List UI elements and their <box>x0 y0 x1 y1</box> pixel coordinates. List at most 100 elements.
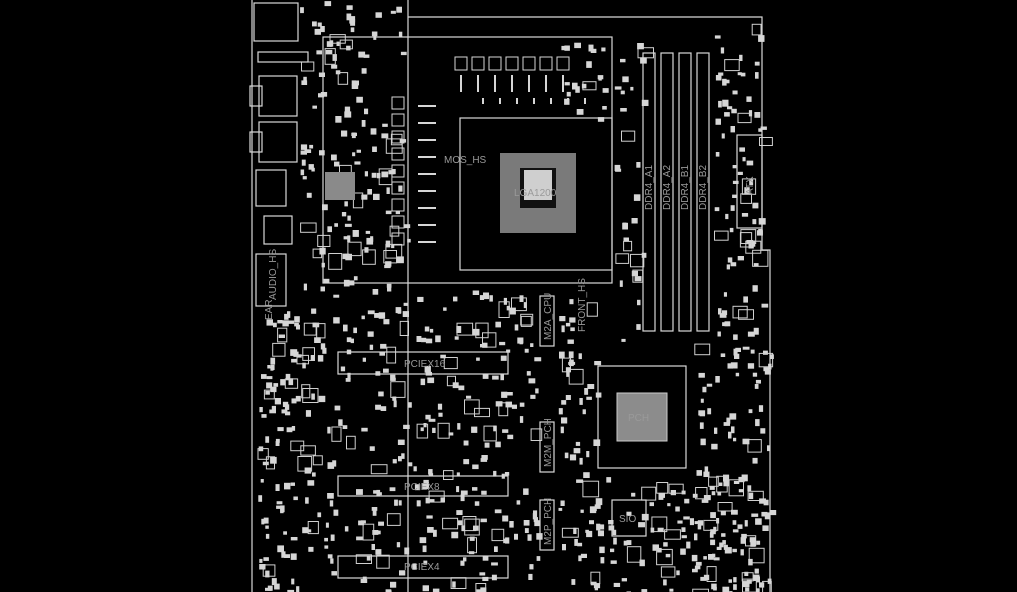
pad <box>528 573 533 580</box>
pad <box>352 152 356 157</box>
pad <box>706 566 717 582</box>
pad <box>454 336 459 340</box>
pad <box>354 161 361 165</box>
pad <box>295 395 301 402</box>
pad <box>480 344 485 348</box>
pad <box>423 560 428 565</box>
pad <box>319 150 325 156</box>
pad <box>325 522 329 528</box>
pad <box>331 154 337 161</box>
pad <box>456 510 463 515</box>
pad <box>462 516 477 532</box>
pad <box>318 395 326 403</box>
pad <box>580 509 584 513</box>
pad <box>731 509 738 515</box>
pad <box>564 98 570 105</box>
pad <box>501 391 508 398</box>
pad <box>733 481 740 484</box>
pad <box>517 337 524 344</box>
pad <box>407 238 411 243</box>
pad <box>263 557 269 561</box>
pch-chip[interactable] <box>597 365 687 469</box>
pad <box>322 204 328 211</box>
sio-chip[interactable] <box>611 499 647 537</box>
vrm-choke <box>460 75 462 92</box>
pad <box>416 336 422 342</box>
pad <box>386 346 397 364</box>
pad <box>427 527 434 533</box>
pad <box>700 576 707 581</box>
pad <box>711 583 717 590</box>
pad <box>466 395 472 399</box>
pad <box>613 582 621 587</box>
pad <box>503 538 507 544</box>
pad <box>380 343 387 349</box>
pad <box>291 426 296 431</box>
pad <box>282 320 289 327</box>
pad <box>277 327 288 343</box>
pad <box>565 322 571 327</box>
pad <box>290 440 305 452</box>
pad <box>361 68 367 74</box>
pad <box>621 578 627 582</box>
m2m-pch-slot[interactable] <box>539 421 555 473</box>
pad <box>721 533 726 537</box>
pad <box>327 462 335 469</box>
pad <box>718 72 724 76</box>
pad <box>747 485 752 492</box>
pad <box>579 398 583 405</box>
pad <box>337 72 349 85</box>
pad <box>356 489 363 495</box>
pad <box>260 479 264 483</box>
pad <box>670 490 676 496</box>
pad <box>570 327 575 332</box>
pad <box>608 525 615 531</box>
pad <box>301 80 308 85</box>
pad <box>274 398 281 405</box>
cpu-socket-label: LGA1200 <box>514 188 557 199</box>
pad <box>463 557 467 562</box>
pad <box>398 31 403 37</box>
m2p-pch-slot[interactable] <box>539 499 555 551</box>
pad <box>290 553 297 560</box>
pad <box>284 554 290 558</box>
atx-connector[interactable] <box>736 134 763 229</box>
pad <box>323 278 330 284</box>
pad <box>503 297 507 305</box>
pad <box>608 520 614 525</box>
pad <box>614 164 621 171</box>
pad <box>714 427 718 434</box>
pad <box>571 579 576 585</box>
pad <box>534 520 540 527</box>
pad <box>347 235 351 243</box>
pad <box>378 521 384 526</box>
pad <box>263 389 275 400</box>
pad <box>373 490 378 494</box>
pad <box>573 527 577 534</box>
pad <box>727 106 733 110</box>
dimm-slots[interactable] <box>642 52 710 332</box>
m2a-cpu-slot[interactable] <box>539 295 555 347</box>
pad <box>589 506 597 514</box>
pad <box>750 240 756 247</box>
pcie-x4-slot[interactable] <box>337 555 509 579</box>
pcie-x8-slot[interactable] <box>337 475 509 497</box>
vrm-choke <box>522 56 536 71</box>
pad <box>615 253 630 264</box>
pad <box>755 72 759 79</box>
pad <box>305 497 309 504</box>
pad <box>416 423 429 439</box>
pad <box>285 373 291 381</box>
pad <box>370 128 377 135</box>
pad <box>482 576 489 581</box>
pad <box>301 384 311 399</box>
pad <box>720 510 726 516</box>
pad <box>312 455 323 466</box>
pad <box>480 458 488 462</box>
pad <box>575 441 581 446</box>
pcie-x16-slot[interactable] <box>337 351 509 375</box>
pad <box>495 441 501 448</box>
pad <box>281 409 288 414</box>
cpu-socket[interactable] <box>459 117 613 271</box>
